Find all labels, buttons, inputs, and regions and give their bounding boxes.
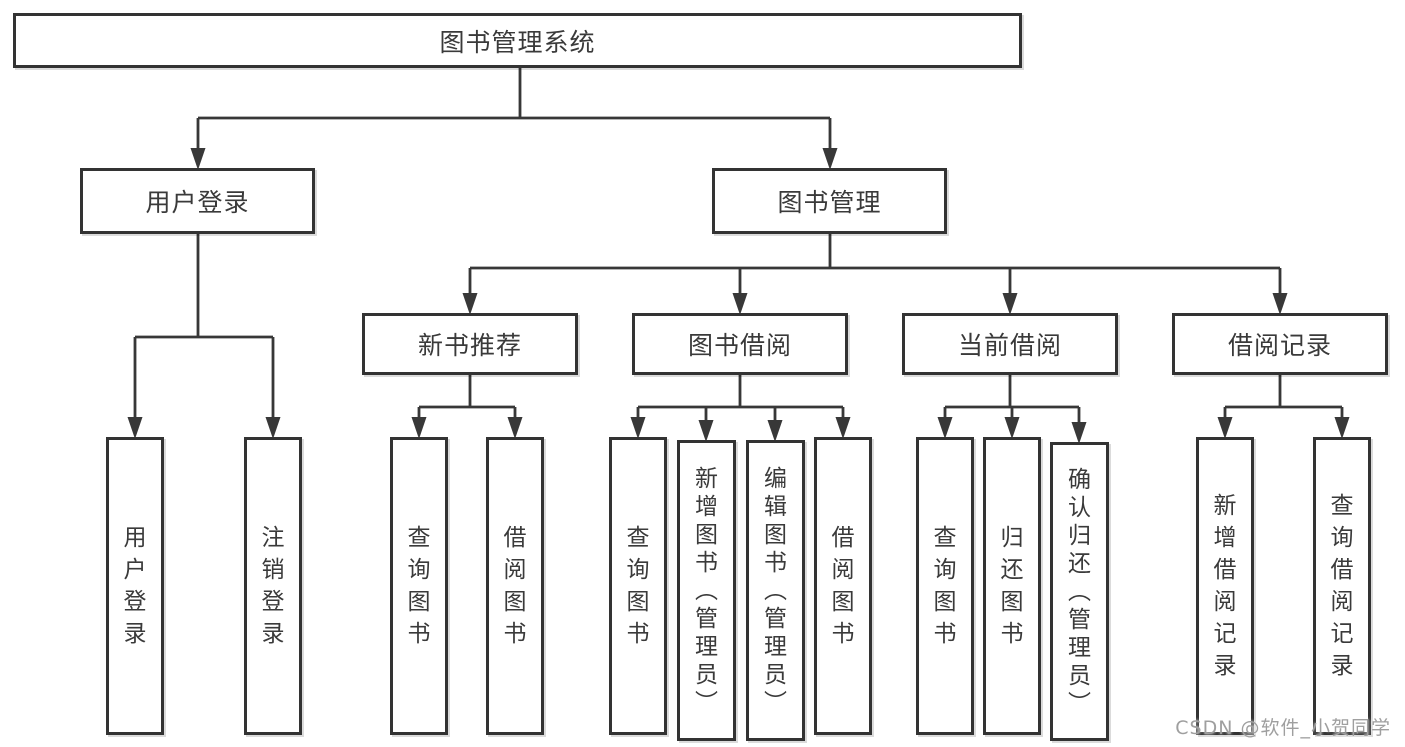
leaf-borrow-books-borrowing: 借阅图书 [814,437,872,735]
leaf-label: 查询图书 [626,525,650,647]
node-book-borrowing: 图书借阅 [632,313,848,375]
leaf-user-login: 用户登录 [106,437,164,735]
leaf-label: 注销登录 [261,525,285,647]
leaf-edit-book-admin: 编辑图书︵管理员︶ [746,440,805,741]
leaf-confirm-return-admin: 确认归还︵管理员︶ [1050,442,1109,741]
leaf-label: 查询借阅记录 [1330,493,1354,679]
node-label: 当前借阅 [957,331,1062,360]
leaf-query-borrow-record: 查询借阅记录 [1313,437,1371,735]
node-label: 借阅记录 [1227,331,1332,360]
leaf-logout: 注销登录 [244,437,302,735]
node-borrow-records: 借阅记录 [1172,313,1388,375]
node-label: 图书借阅 [687,331,792,360]
leaf-label: 编辑图书︵管理员︶ [764,465,787,716]
leaf-borrow-books-recommend: 借阅图书 [486,437,544,735]
leaf-label: 借阅图书 [831,525,855,647]
node-label: 图书管理系统 [439,27,596,57]
leaf-add-borrow-record: 新增借阅记录 [1196,437,1254,735]
leaf-label: 查询图书 [933,525,957,647]
node-label: 图书管理 [777,188,882,217]
node-label: 新书推荐 [417,331,522,360]
leaf-label: 新增借阅记录 [1213,493,1237,679]
leaf-label: 用户登录 [123,525,147,647]
leaf-query-books-borrowing: 查询图书 [609,437,667,735]
node-book-management: 图书管理 [712,168,947,234]
leaf-label: 借阅图书 [503,525,527,647]
leaf-add-book-admin: 新增图书︵管理员︶ [677,440,736,741]
node-label: 用户登录 [145,188,250,217]
csdn-watermark: CSDN @软件_小贺同学 [1175,717,1391,739]
leaf-return-book: 归还图书 [983,437,1041,735]
node-library-management-system: 图书管理系统 [13,13,1022,68]
node-new-book-recommend: 新书推荐 [362,313,578,375]
leaf-query-books-recommend: 查询图书 [390,437,448,735]
node-user-login: 用户登录 [80,168,315,234]
leaf-label: 归还图书 [1000,525,1024,647]
leaf-label: 确认归还︵管理员︶ [1068,466,1091,717]
leaf-query-books-current: 查询图书 [916,437,974,735]
leaf-label: 新增图书︵管理员︶ [695,465,718,716]
node-current-borrowing: 当前借阅 [902,313,1118,375]
leaf-label: 查询图书 [407,525,431,647]
